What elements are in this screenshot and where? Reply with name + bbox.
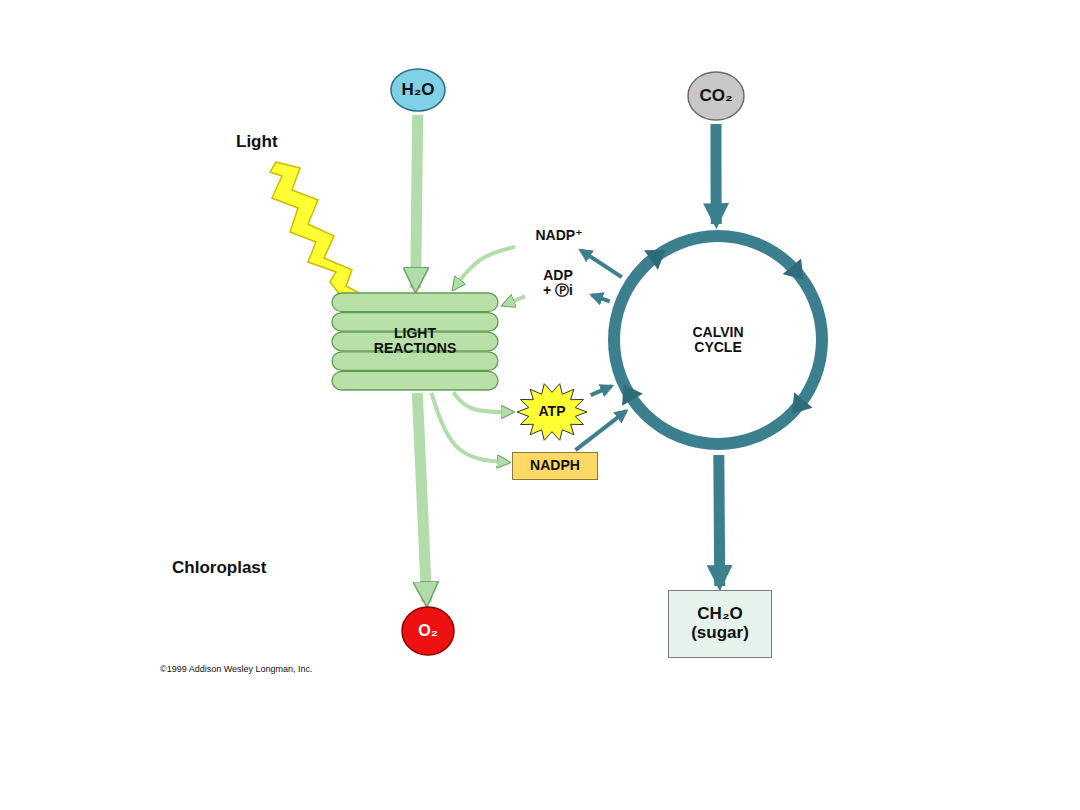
light-reactions-stack: LIGHT REACTIONS xyxy=(330,292,500,390)
node-shape xyxy=(160,135,1020,580)
reactant-circle: CO₂ xyxy=(687,71,745,121)
flow-arrow xyxy=(417,393,426,602)
nadph-box: NADPH xyxy=(512,452,598,480)
node-text: O₂ xyxy=(418,622,438,640)
node-text: LIGHT REACTIONS xyxy=(360,326,470,357)
molecule-label: NADP⁺ xyxy=(518,224,600,248)
node-text: NADPH xyxy=(530,458,580,473)
calvin-cycle-ring: CALVIN CYCLE xyxy=(606,228,830,452)
node-text: CO₂ xyxy=(699,87,732,106)
node-text: ADP xyxy=(543,268,573,283)
node-text: NADP⁺ xyxy=(535,228,582,243)
chloroplast-outline: Chloroplast LIGHT REACTIONS CALVIN CYCLE NA… xyxy=(160,135,1020,580)
light-label: Light xyxy=(236,132,278,152)
flow-arrow xyxy=(581,250,622,277)
flow-arrow xyxy=(431,393,508,462)
atp-starburst: ATP xyxy=(516,382,588,442)
light-bolt xyxy=(270,162,372,300)
flow-arrow xyxy=(713,455,725,586)
flow-arrow xyxy=(454,247,515,289)
flow-arrow xyxy=(416,115,418,288)
flow-arrow xyxy=(453,392,512,412)
node-text: CALVIN CYCLE xyxy=(670,325,766,356)
node-text: Chloroplast xyxy=(172,559,266,578)
flow-arrow xyxy=(711,124,722,224)
reactant-circle: H₂O xyxy=(390,68,446,112)
flow-arrow xyxy=(591,386,612,395)
copyright-note: ©1999 Addison Wesley Longman, Inc. xyxy=(160,664,313,674)
node-text: CH₂O (sugar) xyxy=(674,605,766,642)
product-circle: O₂ xyxy=(401,606,455,656)
sugar-box: CH₂O (sugar) xyxy=(668,590,772,658)
node-text: + Ⓟi xyxy=(543,283,573,298)
flow-arrow xyxy=(592,295,610,301)
node-text: H₂O xyxy=(401,81,434,100)
molecule-label: ADP+ Ⓟi xyxy=(528,262,588,304)
flow-arrow xyxy=(575,411,626,450)
flow-arrow xyxy=(504,296,526,305)
node-text: ATP xyxy=(539,404,566,419)
